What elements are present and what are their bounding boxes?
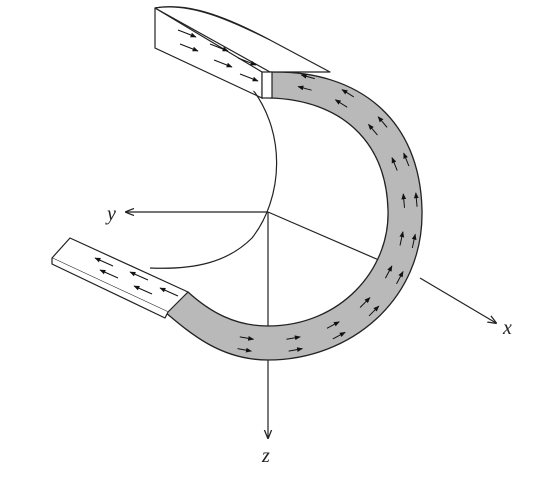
z-axis-label: z: [261, 445, 270, 467]
magnetization-arrow: [213, 59, 233, 68]
x-axis-inner: [267, 211, 396, 268]
lower-prong-body: [51, 237, 189, 313]
magnetization-arrow: [391, 157, 398, 171]
magnetization-arrow: [133, 285, 153, 295]
magnetization-arrow: [239, 335, 255, 341]
magnetization-arrow: [399, 231, 405, 246]
magnetization-arrow: [297, 85, 312, 91]
lower-prong-side: [51, 258, 169, 319]
magnetization-arrow: [179, 43, 199, 52]
magnetization-arrow: [368, 123, 378, 136]
magnetization-arrow: [401, 193, 407, 208]
magnetization-arrow: [237, 347, 252, 353]
magnetization-arrows: [94, 29, 419, 353]
magnetization-arrow: [94, 257, 114, 267]
magnetization-arrow: [288, 347, 304, 352]
curved-band: [164, 71, 423, 361]
magnetization-arrow: [129, 271, 149, 281]
magnetization-arrow: [396, 271, 404, 285]
inner-back-curve: [149, 79, 278, 269]
y-axis-label: y: [105, 203, 116, 225]
magnetization-arrow: [359, 297, 371, 308]
magnetization-arrow: [413, 192, 419, 207]
magnetization-arrow: [334, 99, 348, 108]
upper-prong-end-face: [261, 71, 273, 99]
upper-prong-top-face: [155, 8, 270, 98]
magnetization-arrow: [332, 331, 346, 340]
magnetization-arrow: [237, 57, 257, 66]
x-axis-label: x: [502, 317, 512, 339]
magnetization-arrow: [384, 265, 393, 279]
magnetization-arrow: [239, 73, 259, 82]
magnetization-arrow: [377, 116, 388, 128]
magnetization-arrow: [411, 233, 417, 249]
magnetization-arrow: [326, 321, 340, 329]
magnetization-arrow: [300, 74, 315, 80]
magnetization-arrow: [159, 287, 179, 297]
magnetization-arrow: [341, 89, 355, 98]
x-axis-outer: [419, 277, 496, 323]
magnetization-arrow: [368, 305, 380, 317]
magnetization-arrow: [286, 335, 301, 341]
magnetization-arrow: [209, 43, 229, 52]
upper-prong-top-edge: [154, 6, 331, 73]
magnetization-arrow: [403, 152, 410, 167]
magnetization-arrow: [99, 269, 119, 279]
magnetization-arrow: [177, 29, 197, 38]
